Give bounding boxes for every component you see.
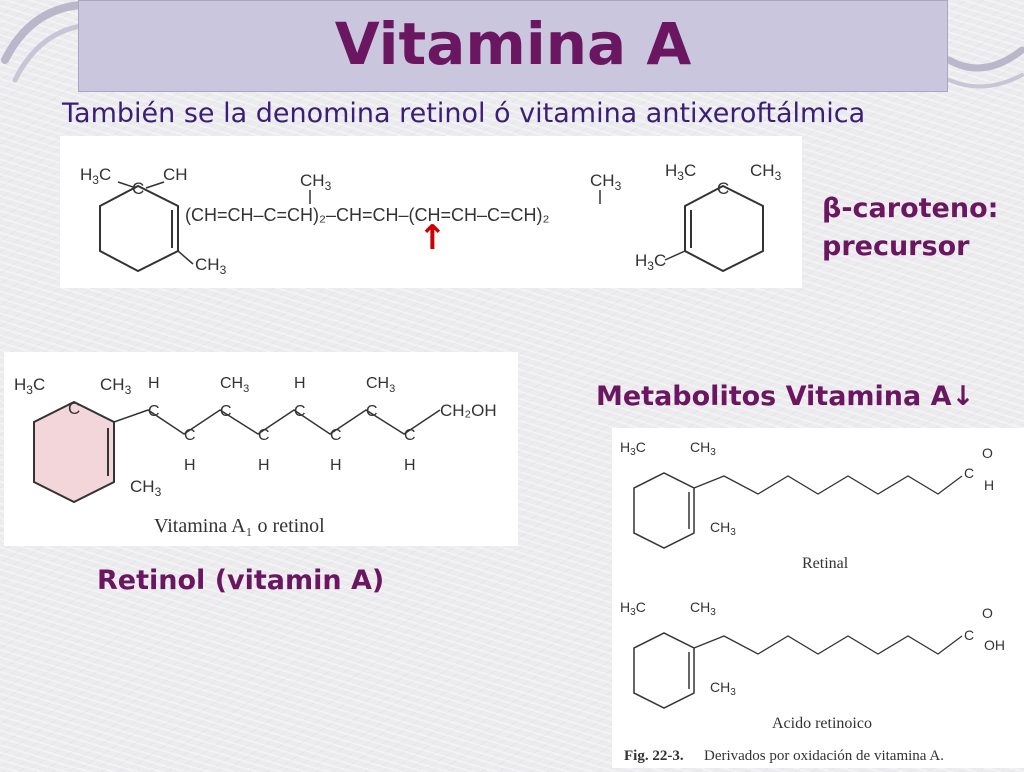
- retinol-end-group: CH₂OH: [440, 401, 497, 420]
- svg-text:O: O: [982, 445, 993, 461]
- svg-text:CH3: CH3: [195, 255, 227, 277]
- svg-text:H3C: H3C: [665, 161, 696, 183]
- metabolites-heading: Metabolitos Vitamina A↓: [596, 378, 974, 416]
- figure-reference: Fig. 22-3.: [624, 748, 684, 764]
- svg-text:C: C: [258, 427, 270, 444]
- svg-text:H: H: [984, 477, 994, 493]
- svg-text:OH: OH: [984, 637, 1005, 653]
- svg-text:C: C: [366, 403, 378, 420]
- svg-text:H3C: H3C: [620, 439, 646, 458]
- svg-text:CH3: CH3: [366, 375, 395, 395]
- svg-text:CH3: CH3: [220, 375, 249, 395]
- svg-text:H: H: [330, 457, 342, 474]
- metabolites-drawing: H3C CH3 CH3 C O H Retinal H3C CH3 CH3 C …: [620, 439, 1005, 764]
- metabolites-structures: H3C CH3 CH3 C O H Retinal H3C CH3 CH3 C …: [612, 428, 1024, 768]
- svg-text:O: O: [982, 605, 993, 621]
- svg-text:CH3: CH3: [130, 477, 162, 499]
- beta-carotene-label: β-caroteno: precursor: [822, 190, 998, 266]
- retinol-caption: Vitamina A₁ o retinol: [154, 515, 325, 537]
- svg-text:CH3: CH3: [710, 679, 736, 698]
- cleavage-arrow: ↑: [418, 218, 447, 258]
- svg-text:H3C: H3C: [14, 375, 45, 397]
- svg-text:C: C: [148, 403, 160, 420]
- svg-text:C: C: [294, 403, 306, 420]
- svg-text:C: C: [184, 427, 196, 444]
- beta-carotene-drawing: H3C C CH CH3 (CH=CH–C=CH)₂–CH=CH–(CH=CH–…: [80, 161, 782, 277]
- svg-text:C: C: [330, 427, 342, 444]
- svg-text:H: H: [294, 375, 306, 392]
- svg-text:H3C: H3C: [620, 599, 646, 618]
- retinol-label: Retinol (vitamin A): [97, 565, 385, 596]
- retinal-caption: Retinal: [802, 555, 849, 572]
- svg-text:CH3: CH3: [710, 519, 736, 538]
- svg-text:H: H: [404, 457, 416, 474]
- beta-carotene-chain: (CH=CH–C=CH)₂–CH=CH–(CH=CH–C=CH)₂: [185, 205, 550, 225]
- svg-text:C: C: [404, 427, 416, 444]
- beta-carotene-label-line2: precursor: [822, 231, 970, 262]
- down-arrow-icon: ↓: [951, 381, 975, 412]
- svg-text:CH3: CH3: [750, 161, 782, 183]
- svg-text:C: C: [68, 399, 80, 418]
- svg-text:CH3: CH3: [690, 599, 716, 618]
- svg-text:H3C: H3C: [80, 165, 111, 187]
- svg-text:C: C: [964, 465, 974, 481]
- svg-text:CH: CH: [163, 165, 188, 184]
- svg-text:C: C: [964, 627, 974, 643]
- svg-text:CH3: CH3: [100, 375, 132, 397]
- beta-carotene-label-line1: β-caroteno:: [822, 193, 999, 224]
- svg-text:CH3: CH3: [300, 171, 332, 193]
- slide-title: Vitamina A: [334, 10, 692, 78]
- beta-carotene-structure: H3C C CH CH3 (CH=CH–C=CH)₂–CH=CH–(CH=CH–…: [60, 136, 802, 288]
- svg-text:CH3: CH3: [590, 171, 622, 193]
- metabolites-heading-text: Metabolitos Vitamina A: [596, 381, 952, 412]
- retinoic-acid-caption: Acido retinoico: [772, 715, 872, 732]
- svg-text:H: H: [148, 375, 160, 392]
- svg-text:CH3: CH3: [690, 439, 716, 458]
- figure-caption: Derivados por oxidación de vitamina A.: [704, 748, 944, 764]
- decorative-swirl-top-left: [1, 1, 90, 83]
- svg-text:H3C: H3C: [635, 251, 666, 273]
- svg-text:C: C: [717, 179, 729, 198]
- decorative-swirl-top-right: [945, 46, 1024, 89]
- svg-text:C: C: [220, 403, 232, 420]
- svg-text:H: H: [258, 457, 270, 474]
- svg-text:H: H: [184, 457, 196, 474]
- title-bar: Vitamina A: [78, 0, 948, 92]
- svg-text:C: C: [132, 179, 144, 198]
- slide-subtitle: También se la denomina retinol ó vitamin…: [62, 98, 866, 129]
